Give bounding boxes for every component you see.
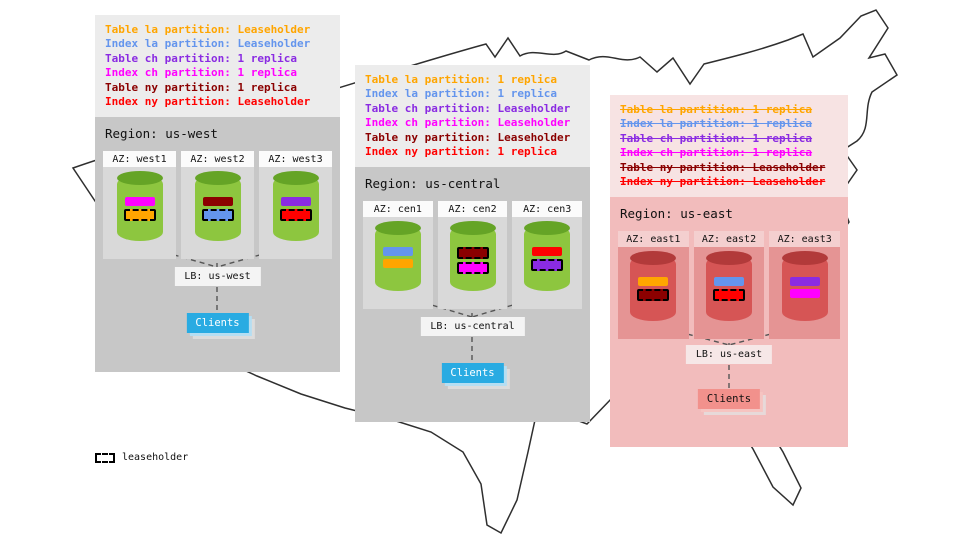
clients-box-us-central: Clients: [441, 363, 504, 384]
database-cylinder: [374, 221, 421, 292]
legend-line: Index ny partition: Leaseholder: [105, 95, 311, 109]
partition-bar: [532, 247, 563, 257]
region-group-us-east: Table la partition: 1 replica Index la p…: [610, 95, 848, 448]
partition-bar: [789, 289, 820, 299]
az-box-cen2: AZ: cen2: [437, 201, 508, 310]
partition-bars: [782, 277, 828, 299]
legend-line: Table la partition: 1 replica: [365, 73, 558, 86]
partition-bar: [124, 197, 155, 207]
region-title: Region: us-central: [365, 176, 501, 192]
leaseholder-key-label: leaseholder: [122, 452, 189, 463]
legend-line: Table ch partition: 1 replica: [620, 131, 813, 145]
partition-legend-us-central: Table la partition: 1 replica Index la p…: [355, 65, 590, 168]
partition-bar: [714, 277, 744, 287]
partition-legend-us-east: Table la partition: 1 replica Index la p…: [610, 95, 848, 198]
partition-bars: [117, 197, 163, 222]
az-box-cen3: AZ: cen3: [512, 201, 583, 310]
database-cylinder: [272, 171, 319, 242]
az-label: AZ: west3: [259, 151, 332, 168]
az-label: AZ: east3: [769, 231, 841, 248]
partition-bars: [706, 277, 752, 302]
az-box-cen1: AZ: cen1: [363, 201, 433, 310]
legend-line: Table ny partition: 1 replica: [105, 80, 298, 94]
az-row: AZ: cen1 AZ: cen2: [363, 201, 583, 310]
az-label: AZ: cen1: [363, 201, 433, 218]
partition-bar: [638, 277, 669, 287]
az-box-east1: AZ: east1: [618, 231, 689, 340]
az-label: AZ: east2: [693, 231, 765, 248]
az-label: AZ: cen2: [437, 201, 508, 218]
partition-bar: [202, 197, 233, 207]
legend-line: Index ny partition: Leaseholder: [620, 175, 826, 189]
partition-bars: [524, 247, 570, 272]
partition-bar: [201, 209, 234, 222]
region-title: Region: us-east: [620, 206, 733, 222]
database-cylinder: [706, 251, 752, 322]
az-row: AZ: east1 AZ: east2: [618, 231, 841, 340]
partition-bar: [456, 247, 489, 260]
legend-line: Index ny partition: 1 replica: [365, 145, 558, 159]
legend-line: Index ch partition: Leaseholder: [365, 116, 571, 130]
database-cylinder: [116, 171, 163, 242]
az-box-west2: AZ: west2: [181, 151, 254, 260]
database-cylinder: [194, 171, 241, 242]
region-title: Region: us-west: [105, 126, 218, 142]
database-cylinder: [449, 221, 496, 292]
partition-bars: [195, 197, 241, 222]
az-box-east3: AZ: east3: [769, 231, 841, 340]
partition-bar: [789, 277, 820, 287]
az-box-west3: AZ: west3: [259, 151, 332, 260]
az-box-east2: AZ: east2: [693, 231, 765, 340]
load-balancer-us-central: LB: us-central: [420, 317, 525, 337]
partition-bar: [456, 262, 489, 275]
legend-line: Table la partition: Leaseholder: [105, 23, 311, 36]
clients-box-us-east: Clients: [697, 389, 761, 410]
legend-line: Table ch partition: 1 replica: [105, 51, 298, 65]
partition-bar: [123, 209, 156, 222]
region-box-us-central: Region: us-central AZ: cen1: [355, 167, 590, 423]
legend-line: Index la partition: 1 replica: [365, 87, 558, 101]
az-label: AZ: east1: [618, 231, 689, 248]
region-box-us-west: Region: us-west AZ: west1: [95, 117, 340, 373]
database-cylinder: [524, 221, 571, 292]
legend-line: Index la partition: 1 replica: [620, 117, 813, 131]
database-cylinder: [630, 251, 677, 322]
partition-bar: [280, 197, 311, 207]
partition-bars: [630, 277, 676, 302]
legend-line: Index la partition: Leaseholder: [105, 37, 311, 51]
legend-line: Index ch partition: 1 replica: [105, 66, 298, 80]
region-box-us-east: Region: us-east AZ: east1: [610, 197, 848, 448]
partition-bar: [382, 259, 413, 269]
leaseholder-key: leaseholder: [95, 452, 188, 463]
partition-bar: [713, 289, 745, 302]
legend-line: Table ny partition: Leaseholder: [365, 130, 571, 144]
region-group-us-central: Table la partition: 1 replica Index la p…: [355, 65, 590, 423]
legend-line: Table la partition: 1 replica: [620, 103, 813, 116]
legend-line: Table ny partition: Leaseholder: [620, 160, 826, 174]
load-balancer-us-east: LB: us-east: [685, 345, 773, 365]
clients-box-us-west: Clients: [186, 313, 249, 334]
az-label: AZ: cen3: [512, 201, 583, 218]
partition-bar: [382, 247, 413, 257]
leaseholder-swatch-icon: [95, 452, 115, 463]
az-label: AZ: west2: [181, 151, 254, 168]
region-group-us-west: Table la partition: Leaseholder Index la…: [95, 15, 340, 373]
partition-bars: [375, 247, 421, 269]
partition-bars: [273, 197, 319, 222]
legend-line: Index ch partition: 1 replica: [620, 146, 813, 160]
load-balancer-us-west: LB: us-west: [174, 267, 261, 287]
partition-bars: [450, 247, 496, 275]
legend-line: Table ch partition: Leaseholder: [365, 101, 571, 115]
az-label: AZ: west1: [103, 151, 176, 168]
az-box-west1: AZ: west1: [103, 151, 176, 260]
az-row: AZ: west1 AZ: west2: [103, 151, 332, 260]
partition-bar: [637, 289, 670, 302]
database-cylinder: [781, 251, 828, 322]
partition-legend-us-west: Table la partition: Leaseholder Index la…: [95, 15, 340, 118]
partition-bar: [279, 209, 312, 222]
partition-bar: [531, 259, 564, 272]
